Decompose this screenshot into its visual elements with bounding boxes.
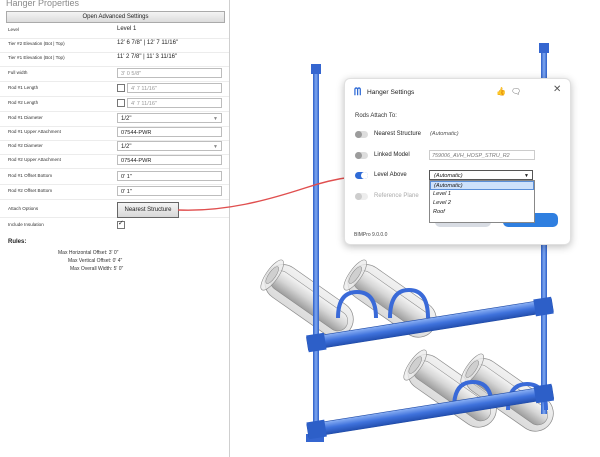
- option-nearest-structure-label: Nearest Structure: [374, 131, 422, 137]
- hanger-settings-dialog: ᗰ Hanger Settings 👍 🗨 ✕ Rods Attach To: …: [344, 78, 571, 245]
- row-full-width: Full width 3' 0 5/8": [0, 67, 229, 82]
- row-tier2-elevation: Tier #2 Elevation (Bot | Top) 12' 6 7/8"…: [0, 38, 229, 53]
- row-rod1-length: Rod #1 Length 4' 7 11/16": [0, 82, 229, 97]
- upper-clamp-right: [388, 287, 430, 319]
- row-level: Level Level 1: [0, 24, 229, 39]
- level-value: Level 1: [117, 26, 137, 32]
- rod2-diameter-select[interactable]: 1/2" ▼: [117, 141, 222, 151]
- row-label: Rod #2 Upper Attachment: [8, 157, 61, 162]
- level-option-level-1[interactable]: Level 1: [433, 191, 452, 197]
- rule-max-vertical-offset: Max Vertical Offset: 0' 4": [68, 258, 123, 264]
- toggle-reference-plane[interactable]: [355, 193, 368, 200]
- row-rod2-diameter: Rod #2 Diameter 1/2" ▼: [0, 140, 229, 155]
- rod1-offset-bottom-field[interactable]: 0' 1": [117, 171, 222, 181]
- select-value: 1/2": [121, 116, 132, 122]
- rule-max-horizontal-offset: Max Horizontal Offset: 3' 0": [58, 250, 119, 256]
- open-advanced-settings-button[interactable]: Open Advanced Settings: [6, 11, 225, 23]
- comment-icon[interactable]: 🗨: [511, 87, 522, 96]
- chevron-down-icon: ▼: [524, 173, 529, 179]
- rod1-length-checkbox[interactable]: [117, 84, 125, 92]
- row-label: Rod #1 Length: [8, 85, 39, 90]
- rod2-upper-attachment-field[interactable]: 07544-PWR: [117, 155, 222, 165]
- rod1-diameter-select[interactable]: 1/2" ▼: [117, 113, 222, 123]
- row-label: Rod #1 Upper Attachment: [8, 129, 61, 134]
- row-label: Level: [8, 27, 19, 32]
- toggle-level-above[interactable]: [355, 172, 368, 179]
- bimpro-logo-icon: ᗰ: [354, 87, 362, 98]
- tier1-elevation-value: 11' 2 7/8" | 11' 3 11/16": [117, 54, 178, 60]
- option-linked-model-label: Linked Model: [374, 152, 410, 158]
- toggle-linked-model[interactable]: [355, 152, 368, 159]
- level-option-level-2[interactable]: Level 2: [433, 200, 452, 206]
- select-value: 1/2": [121, 144, 132, 150]
- rule-max-overall-width: Max Overall Width: 5' 0": [70, 266, 124, 272]
- panel-title: Hanger Properties: [6, 0, 80, 8]
- upper-pipe-left: [260, 259, 354, 338]
- chevron-down-icon: ▼: [213, 116, 218, 122]
- close-icon[interactable]: ✕: [553, 84, 562, 95]
- level-dropdown-list: (Automatic) Level 1 Level 2 Roof: [429, 180, 535, 223]
- version-label: BIMPro 9.0.0.0: [354, 232, 388, 238]
- hanger-properties-panel: Hanger Properties Open Advanced Settings…: [0, 0, 230, 457]
- linked-model-select[interactable]: 759006_AVH_HOSP_STRU_R2: [429, 150, 535, 160]
- row-label: Rod #2 Length: [8, 100, 39, 105]
- row-label: Rod #2 Diameter: [8, 143, 43, 148]
- include-insulation-checkbox[interactable]: [117, 219, 125, 229]
- level-option-automatic[interactable]: (Automatic): [430, 181, 534, 190]
- row-label: Full width: [8, 70, 28, 75]
- toggle-nearest-structure[interactable]: [355, 131, 368, 138]
- select-value: (Automatic): [434, 173, 463, 179]
- row-label: Rod #2 Offset Bottom: [8, 188, 53, 193]
- row-rod2-offset-bottom: Rod #2 Offset Bottom 0' 1": [0, 185, 229, 200]
- upper-clamp-left: [336, 289, 378, 319]
- nearest-structure-value: (Automatic): [430, 131, 459, 137]
- row-include-insulation: Include Insulation: [0, 219, 229, 233]
- tier2-elevation-value: 12' 6 7/8" | 12' 7 11/16": [117, 40, 179, 46]
- option-level-above-label: Level Above: [374, 172, 407, 178]
- row-label: Tier #2 Elevation (Bot | Top): [8, 41, 65, 46]
- thumbs-up-icon[interactable]: 👍: [496, 87, 506, 96]
- dialog-title: Hanger Settings: [367, 89, 415, 96]
- callout-arrow: [177, 176, 353, 211]
- row-rod1-offset-bottom: Rod #1 Offset Bottom 0' 1": [0, 170, 229, 185]
- chevron-down-icon: ▼: [213, 144, 218, 150]
- rod1-length-field[interactable]: 4' 7 11/16": [127, 83, 222, 93]
- row-label: Tier #1 Elevation (Bot | Top): [8, 55, 65, 60]
- option-reference-plane-label: Reference Plane: [374, 193, 419, 199]
- full-width-field[interactable]: 3' 0 5/8": [117, 68, 222, 78]
- row-rod1-upper-attachment: Rod #1 Upper Attachment 07544-PWR: [0, 126, 229, 141]
- rod1-upper-attachment-field[interactable]: 07544-PWR: [117, 127, 222, 137]
- rods-attach-to-label: Rods Attach To:: [355, 113, 397, 119]
- row-rod1-diameter: Rod #1 Diameter 1/2" ▼: [0, 112, 229, 127]
- rod2-length-checkbox[interactable]: [117, 99, 125, 107]
- row-label: Rod #1 Offset Bottom: [8, 173, 53, 178]
- rod-left: [313, 68, 319, 440]
- rules-title: Rules:: [8, 239, 27, 245]
- level-option-roof[interactable]: Roof: [433, 209, 445, 215]
- row-tier1-elevation: Tier #1 Elevation (Bot | Top) 11' 2 7/8"…: [0, 52, 229, 67]
- row-label: Include Insulation: [8, 222, 44, 227]
- upper-strut-bar: [306, 296, 554, 353]
- level-above-select[interactable]: (Automatic) ▼: [429, 170, 533, 180]
- lower-strut-bar: [306, 383, 555, 440]
- row-rod2-length: Rod #2 Length 4' 7 11/16": [0, 97, 229, 112]
- row-label: Rod #1 Diameter: [8, 115, 43, 120]
- row-rod2-upper-attachment: Rod #2 Upper Attachment 07544-PWR: [0, 154, 229, 169]
- row-label: Attach Options: [8, 206, 39, 211]
- rod2-offset-bottom-field[interactable]: 0' 1": [117, 186, 222, 196]
- rod2-length-field[interactable]: 4' 7 11/16": [127, 98, 222, 108]
